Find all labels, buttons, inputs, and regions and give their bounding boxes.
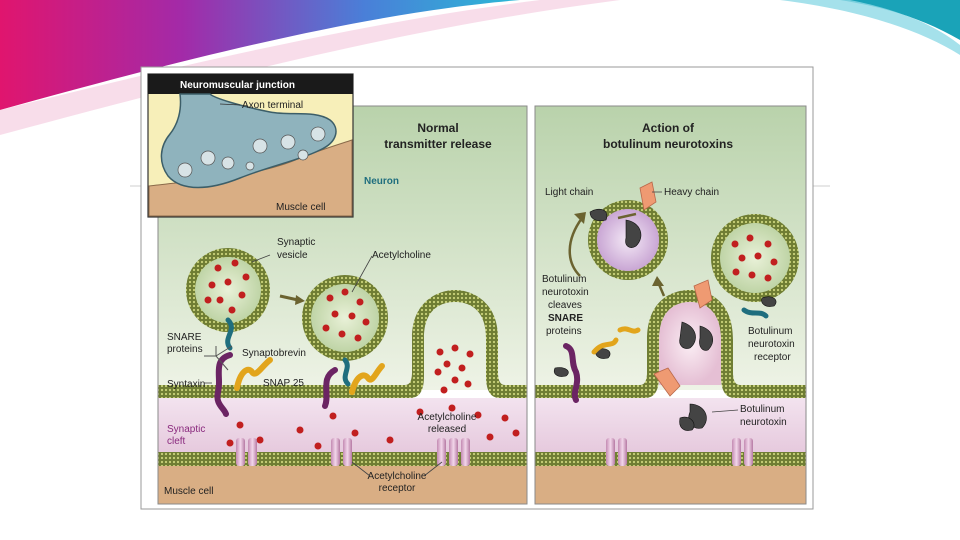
right-panel: Action of botulinum neurotoxins Light ch… [534,105,807,505]
cleaves-label-3: cleaves [548,300,582,311]
right-panel-title-2: botulinum neurotoxins [603,137,733,151]
decor-swoosh-teal-light [780,0,960,55]
acetylcholine-label: Acetylcholine [372,250,431,261]
cleaves-label-5: proteins [546,326,582,337]
synaptic-cleft-label-1: Synaptic [167,424,205,435]
decor-swoosh-teal [840,0,960,40]
muscle-cell-label: Muscle cell [164,486,213,497]
heavy-chain-label: Heavy chain [664,187,719,198]
syntaxin-protein [214,352,233,417]
left-panel-title-2: transmitter release [384,137,492,151]
syntaxin-label: Syntaxin [167,379,205,390]
left-panel-muscle-bg [158,466,527,504]
bot-toxin-label-1: Botulinum [740,404,784,415]
snap25-protein [234,357,273,391]
inset-neuromuscular-junction: Neuromuscular junction Axon terminal Mus… [147,73,354,218]
heavy-chain-3 [653,367,681,397]
inset-axon-label: Axon terminal [242,100,303,111]
decor-swoosh-magenta [0,0,520,110]
arrow-to-light-chain [617,212,637,220]
synaptobrevin-protein [225,317,234,351]
right-panel-title-1: Action of [642,121,695,135]
synaptic-vesicle-label-1: Synaptic [277,237,315,248]
toxin-light-chains [553,208,777,431]
snare-bracket [204,345,233,371]
bot-receptor-label-1: Botulinum [748,326,792,337]
ach-released-label-2: released [428,424,466,435]
bot-receptor-label-2: neurotoxin [748,339,795,350]
light-chain-label: Light chain [545,187,593,198]
ach-receptor-label-2: receptor [379,483,416,494]
cleaves-label-1: Botulinum [542,274,586,285]
inset-muscle-label: Muscle cell [276,202,325,213]
ach-receptor-label-1: Acetylcholine [368,471,427,482]
cleaves-label-4: SNARE [548,313,583,324]
acetylcholine-molecules [204,259,520,450]
left-presynaptic-membrane [158,290,527,398]
synaptic-cleft-label-2: cleft [167,436,186,447]
snare-label-1: SNARE [167,332,202,343]
right-presynaptic-membrane [535,290,806,398]
inset-title: Neuromuscular junction [180,80,295,91]
cleaves-label-2: neurotoxin [542,287,589,298]
acetylcholine-receptors [236,438,470,466]
bot-toxin-label-2: neurotoxin [740,417,787,428]
ach-released-label-1: Acetylcholine [418,412,477,423]
curved-arrow-down [568,217,584,277]
left-panel-title-1: Normal [417,121,458,135]
neuron-label: Neuron [364,176,399,187]
left-panel: Normal transmitter release Neuron Synapt… [157,105,528,505]
right-panel-muscle-bg [535,466,806,504]
snare-label-2: proteins [167,344,203,355]
left-muscle-membrane [158,452,527,466]
heavy-chain-1 [639,181,657,211]
bot-receptor-label-3: receptor [754,352,791,363]
movement-arrow [279,294,299,302]
synaptobrevin-label: Synaptobrevin [242,348,306,359]
synaptic-vesicle-label-2: vesicle [277,250,308,261]
heavy-chain-2 [693,279,713,309]
snap25-label: SNAP 25 [263,378,304,389]
